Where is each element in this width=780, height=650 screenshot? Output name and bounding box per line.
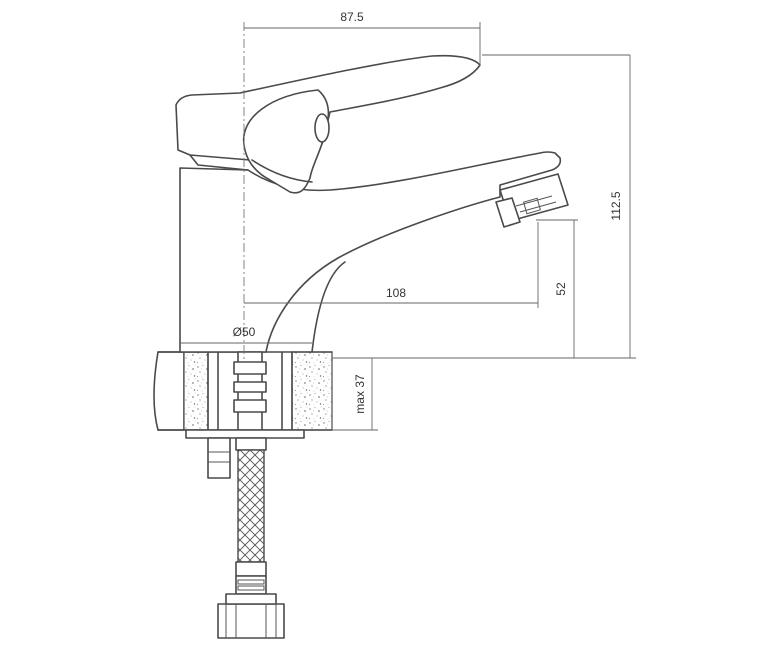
aerator-mesh xyxy=(522,197,542,215)
countertop-left-block xyxy=(183,351,209,431)
dim-spout-height-label: 52 xyxy=(554,282,568,296)
hose-top-fitting xyxy=(235,437,267,451)
stud-nut-low xyxy=(233,399,267,413)
mounting-hardware xyxy=(185,351,305,639)
hose-crimp xyxy=(235,575,267,595)
dim-base-diameter-label: Ø50 xyxy=(233,325,256,339)
hose-nut-facets xyxy=(225,604,277,638)
dim-total-height-label: 112.5 xyxy=(609,191,623,220)
side-bolt xyxy=(207,437,231,479)
dimensions: 87.5 112.5 52 108 Ø50 max 37 xyxy=(180,10,636,431)
spout-inner-curve xyxy=(311,261,346,353)
stud-nut-mid xyxy=(233,381,267,393)
crimp-line-1 xyxy=(237,579,265,585)
dim-max-thickness-label: max 37 xyxy=(353,374,367,414)
faucet-body xyxy=(175,54,569,353)
crimp-line-2 xyxy=(237,585,265,591)
aerator-nozzle xyxy=(495,197,521,228)
faucet-spout xyxy=(179,151,562,353)
countertop-left-edge xyxy=(153,351,185,431)
hose-nut-collar xyxy=(225,593,277,605)
handle-base-edge xyxy=(189,154,249,171)
fixing-plate xyxy=(185,429,305,439)
handle-lower-edge xyxy=(251,159,313,183)
stud-nut-top xyxy=(233,361,267,375)
hose-ferrule xyxy=(235,561,267,577)
countertop-right-block xyxy=(291,351,333,431)
handle-cap xyxy=(314,113,330,143)
hose-nut xyxy=(217,603,285,639)
dim-handle-reach-label: 87.5 xyxy=(340,10,364,24)
braided-hose xyxy=(237,449,265,563)
dim-spout-reach-label: 108 xyxy=(386,286,406,300)
